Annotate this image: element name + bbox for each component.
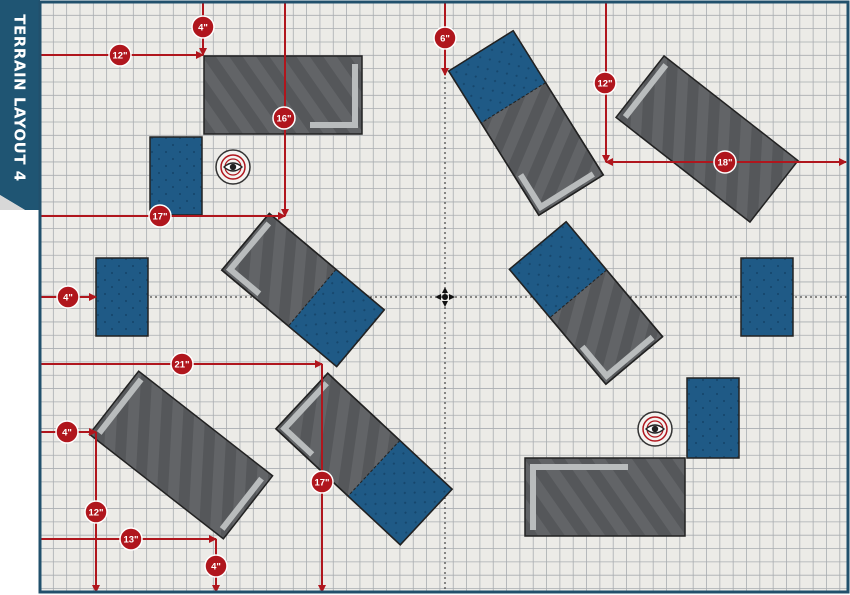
measure-badge-m21: 21" xyxy=(170,352,194,376)
blue-block-top-left xyxy=(149,136,203,216)
svg-text:6": 6" xyxy=(440,34,450,45)
measure-badge-m17-mid: 17" xyxy=(148,204,172,228)
objective-marker-right xyxy=(637,411,673,447)
measure-badge-m4-mid: 4" xyxy=(56,285,80,309)
ruin-bottom-center xyxy=(274,372,454,546)
measure-badge-m16: 16" xyxy=(272,106,296,130)
measure-badge-m4-low: 4" xyxy=(55,420,79,444)
svg-text:12": 12" xyxy=(88,508,103,519)
ruin-mid-left xyxy=(220,212,386,368)
svg-text:21": 21" xyxy=(174,360,189,371)
measure-badge-m17-low: 17" xyxy=(310,470,334,494)
measure-badge-m4-bottom: 4" xyxy=(204,554,228,578)
svg-text:17": 17" xyxy=(152,212,167,223)
ruin-top-right xyxy=(614,54,800,224)
eye-icon xyxy=(644,424,666,434)
title-banner: TERRAIN LAYOUT 4 xyxy=(0,0,40,210)
svg-text:17": 17" xyxy=(314,478,329,489)
board-border xyxy=(38,0,850,594)
ruin-mid-right xyxy=(508,220,664,386)
objective-marker-left xyxy=(215,149,251,185)
blue-block-right xyxy=(740,257,794,337)
title-banner-shape xyxy=(0,0,40,210)
eye-icon xyxy=(222,162,244,172)
svg-text:4": 4" xyxy=(63,293,73,304)
svg-text:4": 4" xyxy=(198,23,208,34)
crosshair-icon xyxy=(435,287,455,307)
svg-text:12": 12" xyxy=(597,79,612,90)
ruin-bottom-right xyxy=(524,457,686,537)
blue-block-bottom-right xyxy=(686,377,740,459)
svg-text:4": 4" xyxy=(211,562,221,573)
svg-text:4": 4" xyxy=(62,428,72,439)
svg-text:13": 13" xyxy=(123,535,138,546)
measure-badge-m12-low: 12" xyxy=(84,500,108,524)
measure-badge-m6: 6" xyxy=(433,26,457,50)
ruin-bottom-left xyxy=(88,370,274,540)
svg-text:12": 12" xyxy=(112,51,127,62)
measure-badge-m12-right: 12" xyxy=(593,71,617,95)
ruin-top-center-right xyxy=(447,29,605,217)
svg-text:16": 16" xyxy=(276,114,291,125)
measure-badge-m18: 18" xyxy=(713,150,737,174)
svg-text:18": 18" xyxy=(717,158,732,169)
measure-badge-m4-top: 4" xyxy=(191,15,215,39)
measure-badge-m13: 13" xyxy=(119,527,143,551)
measure-badge-m12-top: 12" xyxy=(108,43,132,67)
blue-block-left xyxy=(95,257,149,337)
